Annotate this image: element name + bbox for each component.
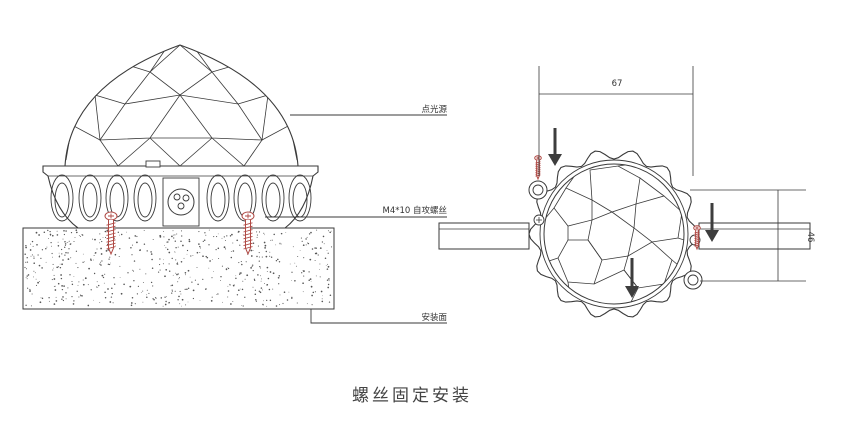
label-screw: M4*10 自攻螺丝 [382,205,447,216]
mounting-block [22,227,335,310]
dimension-height-value: 46 [805,232,815,243]
lens-facets [544,164,684,304]
mount-lug [528,180,703,290]
leader-lines [265,114,447,324]
screw-icon [241,211,255,256]
screw-icon [104,211,118,256]
down-arrow-icon [625,258,639,298]
screw-icon [534,155,542,181]
cable-port [167,188,195,216]
caption: 螺丝固定安装 [352,386,472,406]
mounting-rail [438,222,530,250]
dimension-width [538,66,694,176]
down-arrow-icon [705,203,719,242]
label-mount-surface: 安装面 [421,312,447,323]
dimension-height [690,189,806,282]
dimension-width-value: 67 [612,79,623,89]
side-view: 点光源 M4*10 自攻螺丝 安装面 [22,44,447,324]
light-disc [543,163,685,305]
label-light-source: 点光源 [421,104,447,115]
down-arrow-icon [548,128,562,166]
screw-icon [693,225,701,251]
concrete-texture [24,229,333,307]
top-view: 67 46 [438,66,815,318]
base-flange [42,160,319,229]
dome [64,44,299,167]
